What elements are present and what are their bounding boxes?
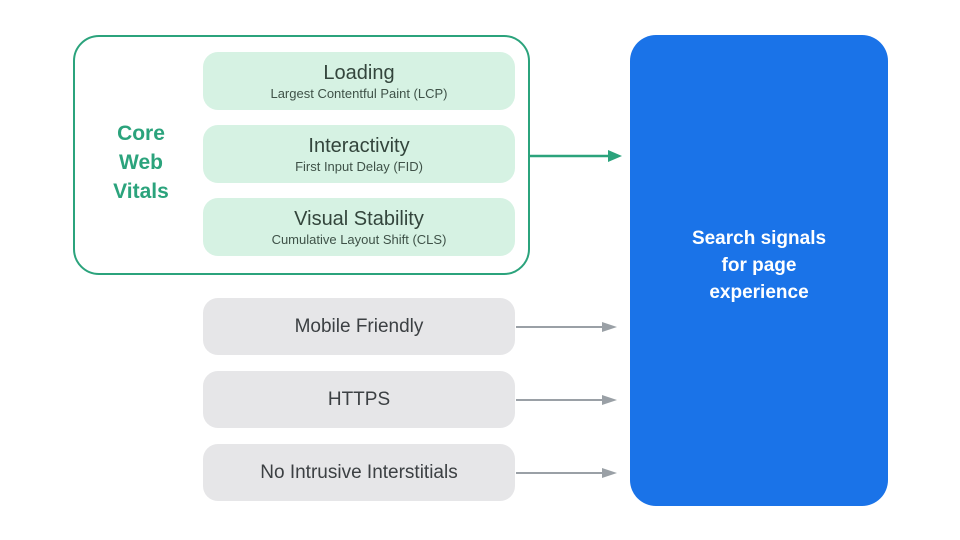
core-web-vitals-label-line: Core	[117, 122, 165, 145]
mobile-friendly-label: Mobile Friendly	[294, 315, 424, 337]
core-web-vitals-label-line: Vitals	[113, 180, 169, 203]
search-signals-panel: Search signals for page experience	[630, 35, 888, 506]
interactivity-title: Interactivity	[308, 134, 410, 157]
interactivity-subtitle: First Input Delay (FID)	[295, 158, 423, 174]
green-arrow-icon	[529, 150, 622, 162]
gray-arrow-icon	[516, 322, 617, 332]
no-intrusive-interstitials-pill: No Intrusive Interstitials	[203, 444, 515, 501]
search-signals-label: Search signals for page experience	[692, 225, 826, 306]
core-web-vitals-label-line: Web	[119, 151, 163, 174]
no-intrusive-interstitials-label: No Intrusive Interstitials	[260, 461, 458, 483]
mobile-friendly-pill: Mobile Friendly	[203, 298, 515, 355]
loading-lcp-pill: Loading Largest Contentful Paint (LCP)	[203, 52, 515, 110]
search-signals-label-line: for page	[721, 255, 797, 276]
gray-arrow-icon	[516, 395, 617, 405]
https-label: HTTPS	[327, 388, 391, 410]
loading-subtitle: Largest Contentful Paint (LCP)	[270, 85, 448, 101]
visual-stability-cls-pill: Visual Stability Cumulative Layout Shift…	[203, 198, 515, 256]
visual-stability-subtitle: Cumulative Layout Shift (CLS)	[271, 231, 447, 247]
search-signals-label-line: experience	[709, 282, 809, 303]
loading-title: Loading	[323, 61, 395, 84]
interactivity-fid-pill: Interactivity First Input Delay (FID)	[203, 125, 515, 183]
gray-arrow-icon	[516, 468, 617, 478]
visual-stability-title: Visual Stability	[294, 207, 424, 230]
core-web-vitals-label: Core Web Vitals	[85, 119, 197, 206]
search-signals-label-line: Search signals	[691, 228, 827, 249]
https-pill: HTTPS	[203, 371, 515, 428]
